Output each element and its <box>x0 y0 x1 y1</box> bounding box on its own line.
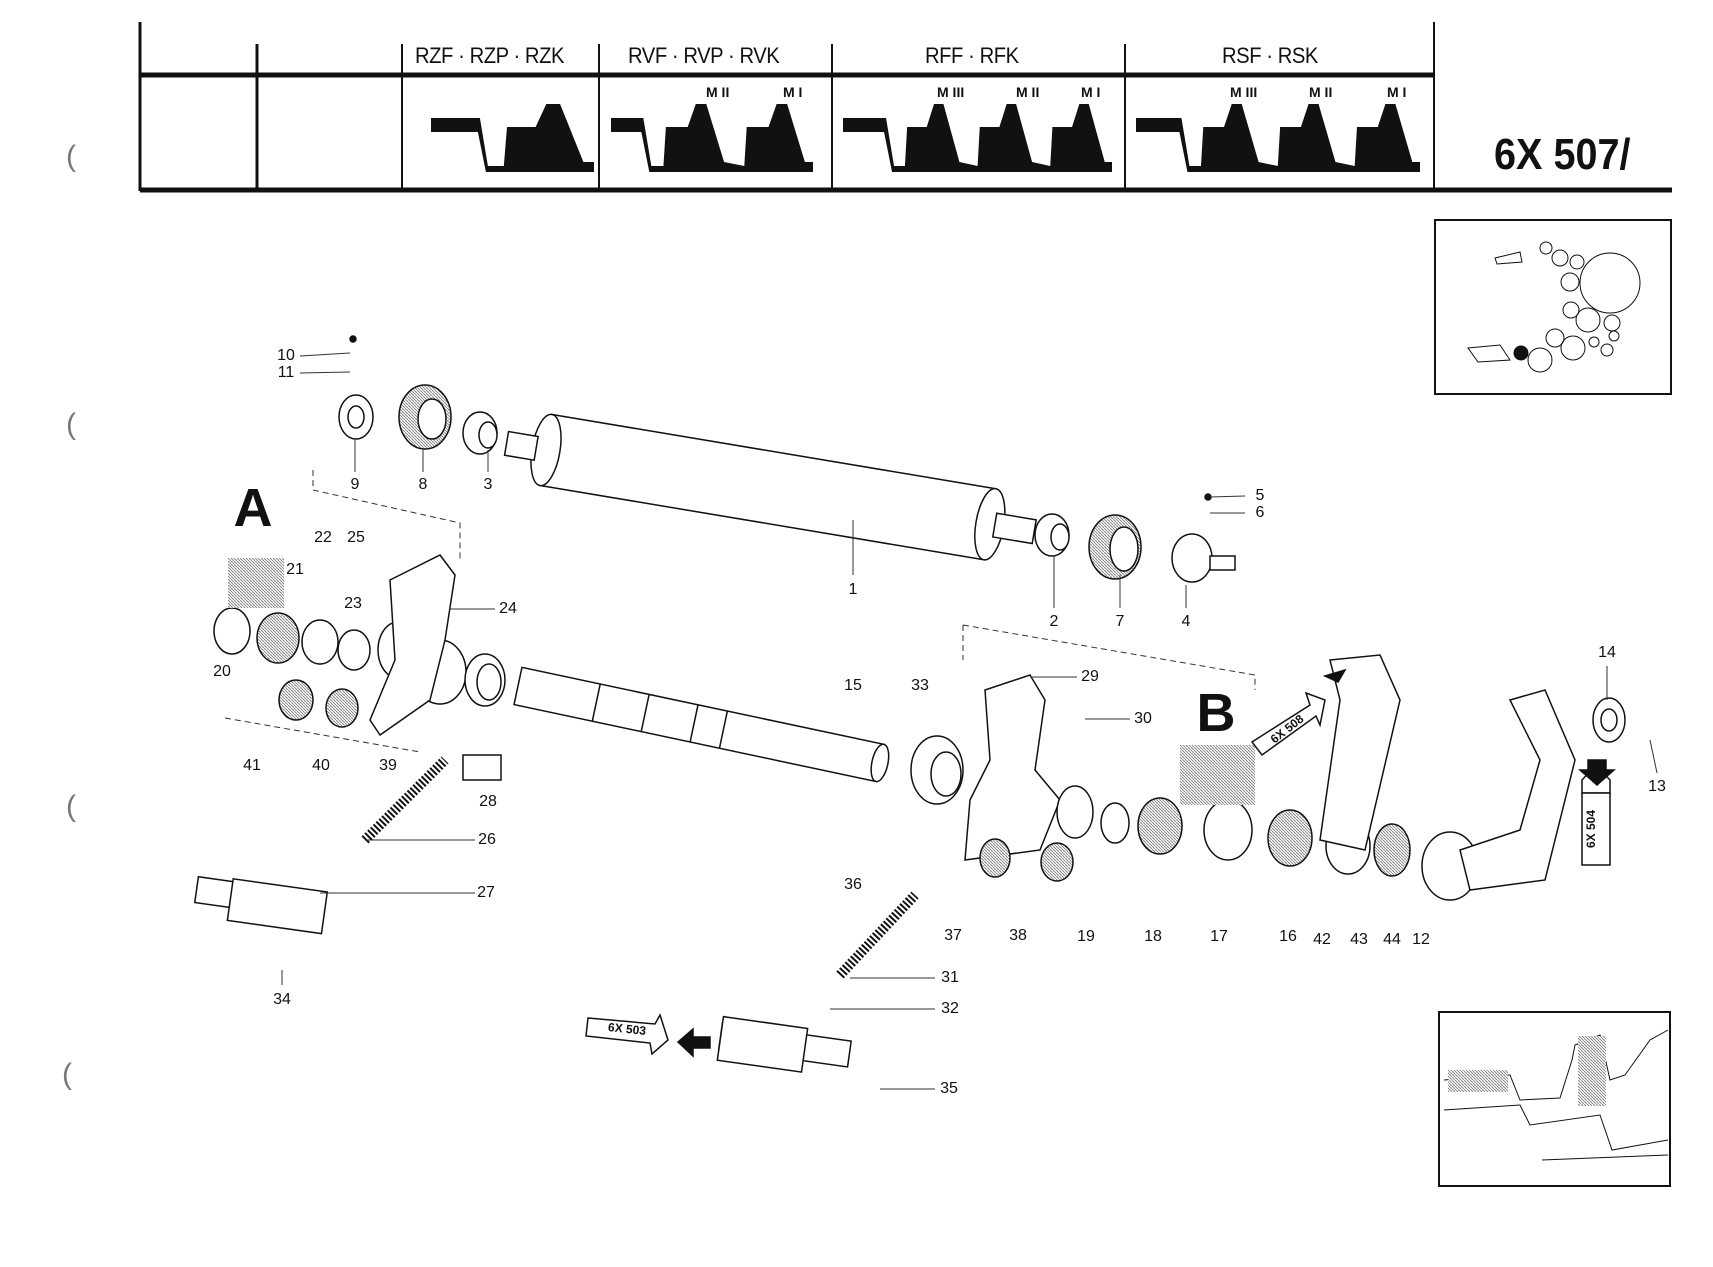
callout-40: 40 <box>312 757 330 774</box>
page-code: 6X 507/ <box>1494 130 1631 179</box>
callout-22: 22 <box>314 529 332 546</box>
tooth-profile-1 <box>611 104 813 172</box>
callout-7: 7 <box>1115 613 1125 630</box>
tooth-profile-2 <box>843 104 1112 172</box>
tooth-profile-3 <box>1136 104 1420 172</box>
rvf-sub-m2: M II <box>706 84 730 100</box>
rsf-sub-m2: M II <box>1309 84 1333 100</box>
callout-26: 26 <box>478 831 496 848</box>
callout-23: 23 <box>344 595 362 612</box>
callout-17: 17 <box>1210 928 1228 945</box>
header-col-rff: RFF · RFK <box>925 43 1019 68</box>
callout-29: 29 <box>1081 668 1099 685</box>
cross-ref-arrows <box>585 668 1616 1058</box>
callout-31: 31 <box>941 969 959 986</box>
callout-33: 33 <box>911 677 929 694</box>
callout-2: 2 <box>1049 613 1059 630</box>
callout-28: 28 <box>479 793 497 810</box>
callout-1: 1 <box>848 581 858 598</box>
binder-hole: ( <box>62 1058 72 1091</box>
section-label-b: B <box>1196 683 1236 743</box>
binder-hole: ( <box>66 140 76 173</box>
callout-15: 15 <box>844 677 862 694</box>
callout-42: 42 <box>1313 931 1331 948</box>
roller-1 <box>503 413 1038 561</box>
callout-19: 19 <box>1077 928 1095 945</box>
binder-hole: ( <box>66 408 76 441</box>
callout-12: 12 <box>1412 931 1430 948</box>
assembly-lines <box>224 470 1256 753</box>
callout-18: 18 <box>1144 928 1162 945</box>
rsf-sub-m3: M III <box>1230 84 1258 100</box>
callout-11: 11 <box>277 364 295 381</box>
machine-overview-inset <box>1434 219 1672 395</box>
callout-4: 4 <box>1181 613 1191 630</box>
header-table <box>138 22 1672 193</box>
callout-39: 39 <box>379 757 397 774</box>
bearings-and-collars <box>193 335 1626 1073</box>
shaft-15 <box>513 666 890 783</box>
callout-6: 6 <box>1255 504 1265 521</box>
cross-ref-6x504[interactable]: 6X 504 <box>1584 809 1599 849</box>
callout-5: 5 <box>1255 487 1265 504</box>
tooth-detail-inset <box>1438 1011 1671 1187</box>
callout-25: 25 <box>347 529 365 546</box>
callout-41: 41 <box>243 757 261 774</box>
callout-14: 14 <box>1598 644 1616 661</box>
springs <box>361 756 919 979</box>
tooth-profile-0 <box>431 104 594 172</box>
header-col-rvf: RVF · RVP · RVK <box>628 43 780 68</box>
callout-44: 44 <box>1383 931 1401 948</box>
rsf-sub-m1: M I <box>1387 84 1407 100</box>
tooth-profiles <box>431 104 1420 172</box>
callout-10: 10 <box>277 347 295 364</box>
callout-21: 21 <box>286 561 304 578</box>
rff-sub-m2: M II <box>1016 84 1040 100</box>
binder-hole: ( <box>66 790 76 823</box>
callout-27: 27 <box>477 884 495 901</box>
callout-3: 3 <box>483 476 493 493</box>
header-col-rsf: RSF · RSK <box>1222 43 1318 68</box>
callout-35: 35 <box>940 1080 958 1097</box>
rvf-sub-m1: M I <box>783 84 803 100</box>
callout-30: 30 <box>1134 710 1152 727</box>
callout-37: 37 <box>944 927 962 944</box>
callout-36: 36 <box>844 876 862 893</box>
callout-43: 43 <box>1350 931 1368 948</box>
callout-32: 32 <box>941 1000 959 1017</box>
callout-38: 38 <box>1009 927 1027 944</box>
rff-sub-m3: M III <box>937 84 965 100</box>
callout-34: 34 <box>273 991 291 1008</box>
callout-24: 24 <box>499 600 517 617</box>
callout-8: 8 <box>418 476 428 493</box>
leader-lines <box>281 352 1658 1090</box>
callout-9: 9 <box>350 476 360 493</box>
rff-sub-m1: M I <box>1081 84 1101 100</box>
callout-13: 13 <box>1648 778 1666 795</box>
callout-20: 20 <box>213 663 231 680</box>
section-label-a: A <box>233 478 273 538</box>
header-col-rzf: RZF · RZP · RZK <box>415 43 565 68</box>
callout-16: 16 <box>1279 928 1297 945</box>
